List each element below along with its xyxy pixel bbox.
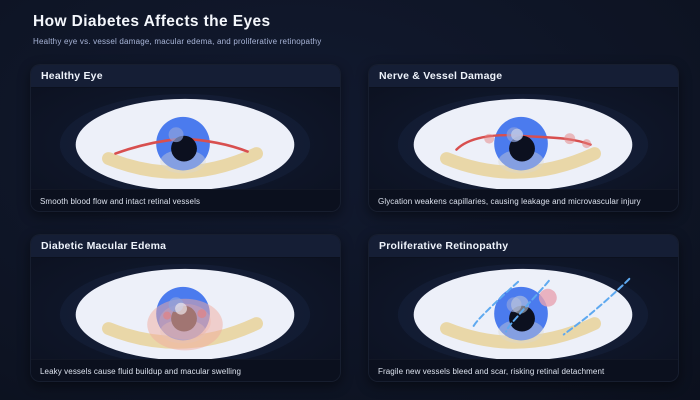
new-vessel — [505, 279, 550, 333]
lower-eyelid — [440, 317, 601, 349]
caption-text: Glycation weakens capillaries, causing l… — [378, 196, 641, 206]
panel-nerve-vessel-damage: Nerve & Vessel Damage — [368, 64, 679, 212]
pupil — [171, 135, 197, 162]
page-heading: How Diabetes Affects the Eyes Healthy ey… — [33, 13, 321, 46]
panel-caption: Glycation weakens capillaries, causing l… — [369, 189, 678, 211]
eye-illustration — [31, 258, 340, 360]
caption-text: Leaky vessels cause fluid buildup and ma… — [40, 366, 242, 376]
caption-text: Fragile new vessels bleed and scar, risk… — [378, 366, 605, 376]
iris-highlight — [168, 127, 184, 143]
panel-title: Diabetic Macular Edema — [41, 240, 167, 252]
panel-healthy-eye: Healthy Eye Sm — [30, 64, 341, 212]
lower-eyelid — [440, 147, 601, 179]
pupil — [509, 135, 535, 162]
lower-eyelid — [102, 147, 263, 179]
panel-caption: Leaky vessels cause fluid buildup and ma… — [31, 359, 340, 381]
microaneurysm-dot — [582, 139, 592, 149]
vessel-highlight — [511, 128, 524, 141]
panel-title: Healthy Eye — [41, 70, 103, 82]
eye-illustration — [31, 88, 340, 190]
hemorrhage-blob — [538, 288, 557, 307]
leak-spot — [163, 311, 172, 320]
panel-proliferative-retinopathy: Proliferative Retinopathy — [368, 234, 679, 382]
panel-caption: Fragile new vessels bleed and scar, risk… — [369, 359, 678, 381]
panel-header: Healthy Eye — [31, 65, 340, 88]
eye-diagram — [397, 93, 649, 190]
panel-grid: Healthy Eye Sm — [30, 64, 679, 382]
eye-diagram — [59, 93, 311, 190]
eye-illustration — [369, 88, 678, 190]
caption-text: Smooth blood flow and intact retinal ves… — [40, 196, 201, 206]
panel-title: Nerve & Vessel Damage — [379, 70, 503, 82]
new-vessel — [562, 277, 631, 336]
fragile-new-vessels — [471, 277, 631, 336]
panel-header: Diabetic Macular Edema — [31, 235, 340, 258]
eye-diagram — [397, 263, 649, 360]
panel-header: Proliferative Retinopathy — [369, 235, 678, 258]
scar-highlight — [511, 295, 529, 314]
new-vessel — [471, 280, 520, 330]
panel-header: Nerve & Vessel Damage — [369, 65, 678, 88]
microaneurysm-dot — [484, 133, 495, 144]
page-title: How Diabetes Affects the Eyes — [33, 13, 271, 30]
microaneurysm-dots — [484, 128, 592, 149]
edema-highlight — [175, 302, 187, 315]
page-subtitle: Healthy eye vs. vessel damage, macular e… — [33, 37, 322, 46]
eye-illustration — [369, 258, 678, 360]
microaneurysm-dot — [564, 133, 576, 145]
leak-spot — [197, 309, 207, 319]
edema-leak-spots — [163, 302, 207, 320]
eye-diagram — [59, 263, 311, 360]
panel-title: Proliferative Retinopathy — [379, 240, 509, 252]
panel-diabetic-macular-edema: Diabetic Macular Edema — [30, 234, 341, 382]
panel-caption: Smooth blood flow and intact retinal ves… — [31, 189, 340, 211]
